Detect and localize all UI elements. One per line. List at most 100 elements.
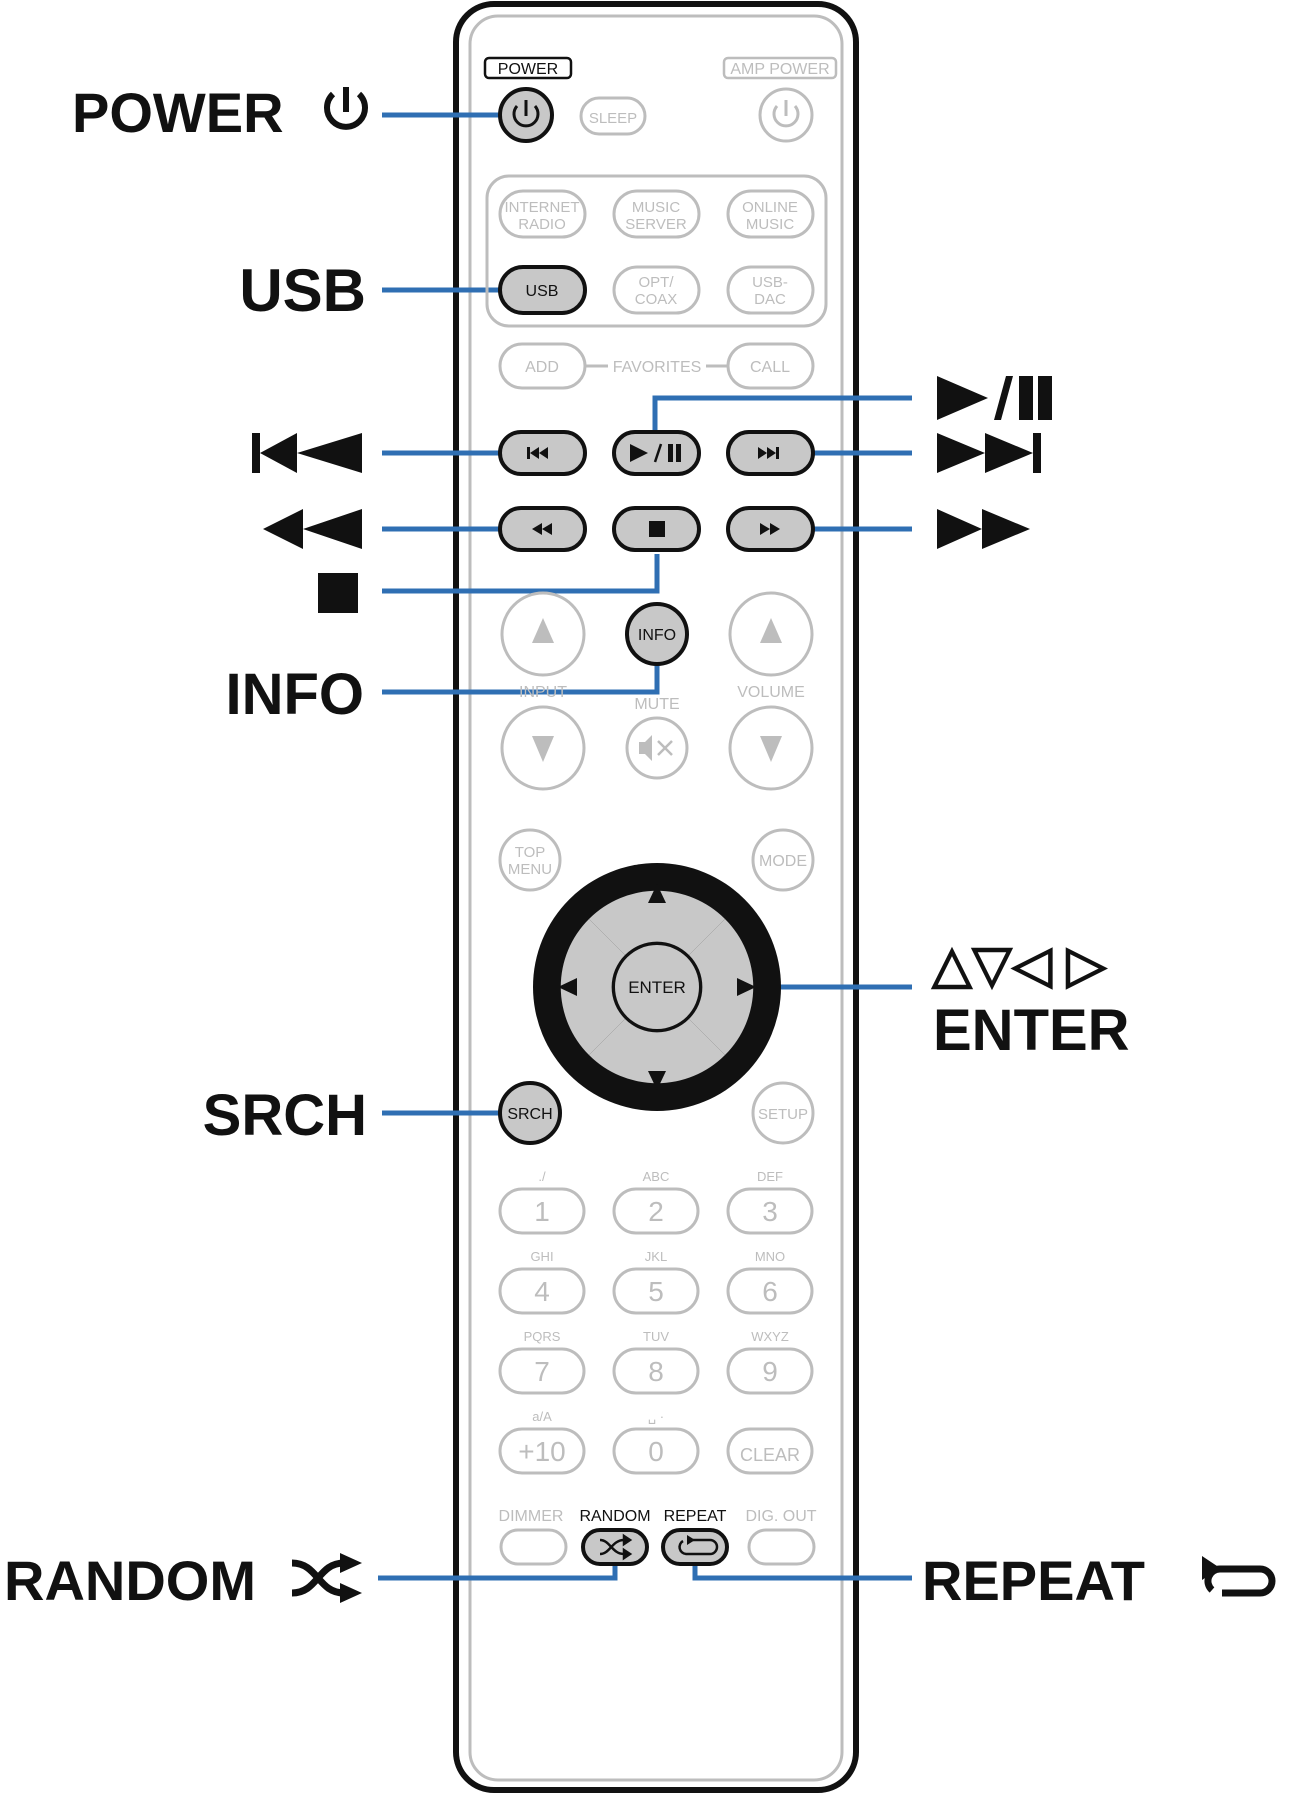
keypad-button-10[interactable]: +10 a/A bbox=[498, 1409, 586, 1475]
volume-down-button[interactable] bbox=[728, 705, 814, 791]
keypad-number-label: 0 bbox=[648, 1436, 664, 1467]
previous-icon bbox=[527, 447, 548, 459]
dig-out-button[interactable] bbox=[747, 1528, 816, 1566]
usb-button[interactable]: USB bbox=[498, 265, 587, 315]
keypad-number-label: CLEAR bbox=[740, 1445, 800, 1465]
input-down-button[interactable] bbox=[500, 705, 586, 791]
input-up-button[interactable] bbox=[500, 591, 586, 677]
stop-button[interactable] bbox=[612, 506, 701, 552]
input-volume-section: INFO INPUT MUTE VOLUME bbox=[500, 591, 814, 791]
favorites-row: ADD FAVORITES CALL bbox=[498, 342, 815, 390]
enter-button[interactable]: ENTER bbox=[615, 945, 699, 1029]
online-music-label-2: MUSIC bbox=[746, 216, 795, 233]
internet-radio-label-2: RADIO bbox=[518, 216, 566, 233]
nav-left-button[interactable] bbox=[558, 919, 625, 1055]
dimmer-button[interactable] bbox=[499, 1528, 568, 1566]
play-pause-button[interactable] bbox=[612, 430, 701, 476]
mute-button[interactable] bbox=[625, 716, 689, 780]
keypad-letters-label: WXYZ bbox=[751, 1329, 789, 1344]
top-menu-label-2: MENU bbox=[508, 861, 552, 878]
call-label: CALL bbox=[750, 359, 790, 376]
power-button[interactable] bbox=[498, 87, 554, 143]
play-pause-icon bbox=[630, 443, 681, 463]
srch-button[interactable]: SRCH bbox=[498, 1081, 562, 1145]
leader-random bbox=[378, 1562, 618, 1581]
top-menu-button[interactable]: TOP MENU bbox=[498, 828, 562, 892]
previous-button[interactable] bbox=[498, 430, 587, 476]
callout-info: INFO bbox=[225, 662, 364, 727]
mode-button[interactable]: MODE bbox=[751, 828, 815, 892]
add-button[interactable]: ADD bbox=[498, 342, 587, 390]
nav-down-button[interactable] bbox=[589, 1019, 725, 1090]
keypad-number-label: 8 bbox=[648, 1356, 664, 1387]
fast-forward-button[interactable] bbox=[726, 506, 815, 552]
callout-rewind-icon bbox=[263, 509, 362, 549]
dig-out-label: DIG. OUT bbox=[745, 1508, 816, 1525]
keypad-number-label: 4 bbox=[534, 1276, 550, 1307]
info-button-label: INFO bbox=[638, 627, 676, 644]
nav-down-icon bbox=[648, 1071, 666, 1090]
srch-button-label: SRCH bbox=[507, 1106, 552, 1123]
next-button[interactable] bbox=[726, 430, 815, 476]
amp-power-button[interactable] bbox=[758, 87, 814, 143]
sleep-button[interactable]: SLEEP bbox=[579, 96, 647, 136]
usb-dac-button[interactable]: USB- DAC bbox=[726, 265, 815, 315]
info-button[interactable]: INFO bbox=[625, 602, 689, 666]
keypad-number-label: +10 bbox=[518, 1436, 566, 1467]
keypad-button-11[interactable]: 0␣ · bbox=[612, 1409, 700, 1475]
setup-button[interactable]: SETUP bbox=[751, 1081, 815, 1145]
keypad-button-8[interactable]: 8 TUV bbox=[612, 1329, 700, 1395]
callout-enter: ENTER bbox=[933, 998, 1130, 1063]
music-server-label-1: MUSIC bbox=[632, 199, 681, 216]
shuffle-icon bbox=[599, 1533, 633, 1561]
random-button[interactable] bbox=[581, 1528, 649, 1566]
callout-repeat-icon bbox=[1202, 1556, 1276, 1597]
internet-radio-button[interactable]: INTERNET RADIO bbox=[498, 189, 587, 239]
down-arrow-icon bbox=[760, 736, 782, 762]
repeat-icon bbox=[678, 1535, 719, 1556]
down-arrow-icon bbox=[532, 736, 554, 762]
keypad-letters-label: GHI bbox=[530, 1249, 553, 1264]
nav-up-button[interactable] bbox=[589, 884, 725, 955]
transport-row-2 bbox=[498, 506, 815, 552]
amp-power-header-label: AMP POWER bbox=[730, 61, 829, 78]
keypad-number-label: 2 bbox=[648, 1196, 664, 1227]
rewind-button[interactable] bbox=[498, 506, 587, 552]
favorites-label: FAVORITES bbox=[613, 359, 702, 376]
volume-label: VOLUME bbox=[737, 684, 805, 701]
keypad-button-1[interactable]: 1./ bbox=[498, 1169, 586, 1235]
opt-coax-button[interactable]: OPT/ COAX bbox=[612, 265, 701, 315]
music-server-label-2: SERVER bbox=[625, 216, 687, 233]
internet-radio-label-1: INTERNET bbox=[505, 199, 580, 216]
callout-next-icon bbox=[937, 433, 1041, 473]
music-server-button[interactable]: MUSIC SERVER bbox=[612, 189, 701, 239]
keypad-button-12[interactable]: CLEAR bbox=[726, 1427, 814, 1475]
keypad-button-4[interactable]: 4 GHI bbox=[498, 1249, 586, 1315]
sleep-label: SLEEP bbox=[589, 110, 637, 127]
mode-label: MODE bbox=[759, 853, 807, 870]
keypad-letters-label: TUV bbox=[643, 1329, 669, 1344]
power-row: POWER AMP POWER SLEEP bbox=[483, 56, 838, 143]
volume-up-button[interactable] bbox=[728, 591, 814, 677]
keypad-letters-label: MNO bbox=[755, 1249, 785, 1264]
leader-lines bbox=[378, 112, 912, 1581]
random-label: RANDOM bbox=[579, 1508, 650, 1525]
opt-coax-label-2: COAX bbox=[635, 291, 678, 308]
keypad-letters-label: a/A bbox=[532, 1409, 552, 1424]
online-music-button[interactable]: ONLINE MUSIC bbox=[726, 189, 815, 239]
leader-repeat bbox=[692, 1562, 912, 1581]
dimmer-label: DIMMER bbox=[499, 1508, 564, 1525]
callout-fast-forward-icon bbox=[937, 509, 1030, 549]
nav-right-button[interactable] bbox=[689, 919, 756, 1055]
power-header-label: POWER bbox=[498, 61, 558, 78]
repeat-button[interactable] bbox=[661, 1528, 729, 1566]
call-button[interactable]: CALL bbox=[726, 342, 815, 390]
input-label: INPUT bbox=[519, 684, 567, 701]
